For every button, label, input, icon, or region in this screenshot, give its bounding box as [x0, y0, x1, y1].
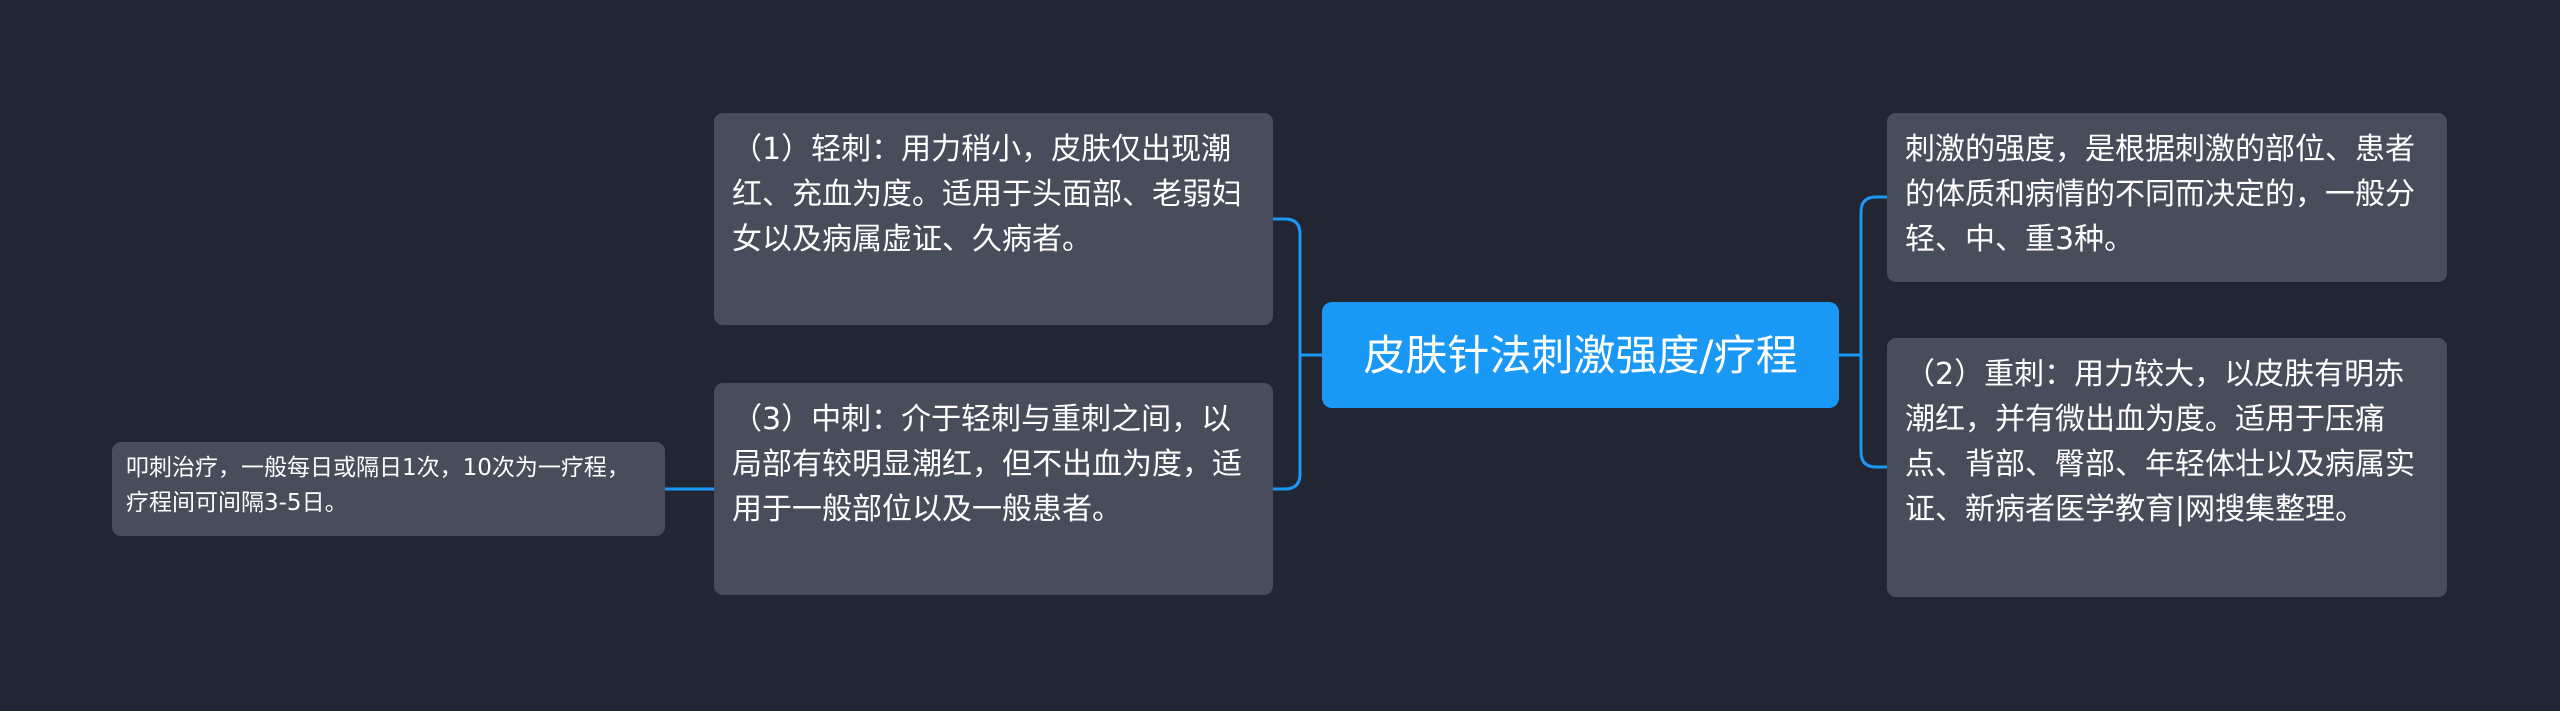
- connector-root-to-heavy: [1859, 353, 1889, 469]
- connector-root-to-intro: [1837, 195, 1889, 357]
- topic-node-medium-stimulation[interactable]: （3）中刺：介于轻刺与重刺之间，以局部有较明显潮红，但不出血为度，适用于一般部位…: [714, 383, 1273, 595]
- topic-node-stimulation-intensity-intro[interactable]: 刺激的强度，是根据刺激的部位、患者的体质和病情的不同而决定的，一般分轻、中、重3…: [1887, 113, 2447, 282]
- root-topic-node[interactable]: 皮肤针法刺激强度/疗程: [1322, 302, 1839, 408]
- connector-root-to-light: [1271, 217, 1324, 357]
- topic-node-heavy-stimulation[interactable]: （2）重刺：用力较大，以皮肤有明赤潮红，并有微出血为度。适用于压痛点、背部、臀部…: [1887, 338, 2447, 597]
- connector-root-to-medium: [1271, 353, 1302, 491]
- topic-node-light-stimulation[interactable]: （1）轻刺：用力稍小，皮肤仅出现潮红、充血为度。适用于头面部、老弱妇女以及病属虚…: [714, 113, 1273, 325]
- subtopic-node-treatment-course[interactable]: 叩刺治疗，一般每日或隔日1次，10次为一疗程，疗程间可间隔3-5日。: [112, 442, 665, 536]
